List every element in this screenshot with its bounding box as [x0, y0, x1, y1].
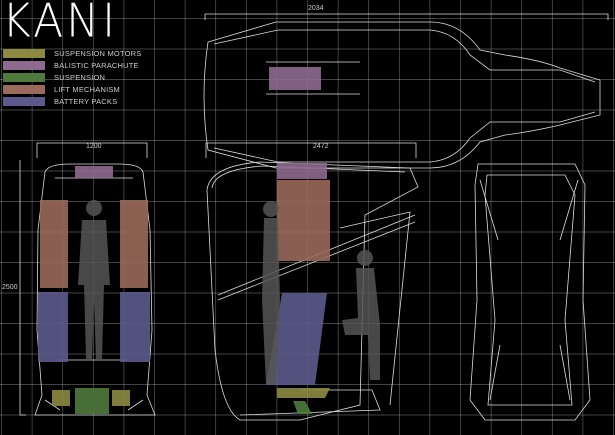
- legend-item-battery-packs: BATTERY PACKS: [3, 96, 141, 108]
- legend-swatch: [3, 72, 45, 82]
- side-lift: [277, 180, 330, 261]
- legend-swatch: [3, 85, 45, 95]
- side-battery: [266, 293, 327, 385]
- side-human-silhouette: [262, 201, 280, 384]
- legend-label: SUSPENSION: [54, 72, 106, 82]
- legend-swatch: [3, 97, 45, 107]
- front-lift-left: [40, 200, 68, 288]
- top-view: [203, 21, 601, 169]
- side-suspension: [293, 401, 312, 414]
- seated-human-silhouette: [342, 250, 380, 380]
- legend-swatch: [3, 60, 45, 70]
- legend-label: BATTERY PACKS: [54, 97, 118, 107]
- front-suspension: [75, 388, 109, 414]
- dimension-front-width: 1200: [86, 143, 102, 150]
- legend-label: SUSPENSION MOTORS: [54, 48, 142, 58]
- legend-item-balistic-parachute: BALISTIC PARACHUTE: [3, 59, 141, 71]
- page-title: KANI: [2, 0, 119, 49]
- front-motor-left: [52, 390, 70, 406]
- front-parachute: [75, 166, 113, 178]
- dimension-line-side: [205, 142, 417, 158]
- dimension-line-front: [36, 142, 148, 158]
- front-lift-right: [120, 200, 148, 288]
- dimension-side-length: 2472: [313, 143, 329, 150]
- front-motor-right: [112, 390, 130, 406]
- legend-item-suspension: SUSPENSION: [3, 71, 141, 83]
- dimension-line-height: [19, 160, 26, 416]
- front-battery-right: [120, 292, 150, 362]
- legend-item-suspension-motors: SUSPENSION MOTORS: [3, 47, 141, 59]
- dimension-height: 2500: [2, 284, 18, 291]
- legend-label: LIFT MECHANISM: [54, 85, 121, 95]
- side-parachute: [277, 163, 327, 179]
- rear-view: [469, 163, 591, 421]
- legend-label: BALISTIC PARACHUTE: [54, 60, 139, 70]
- legend: SUSPENSION MOTORS BALISTIC PARACHUTE SUS…: [3, 47, 141, 108]
- side-motor: [277, 388, 330, 398]
- legend-swatch: [3, 48, 45, 58]
- front-human-silhouette: [78, 200, 110, 360]
- front-battery-left: [38, 292, 68, 362]
- dimension-top-length: 2034: [308, 5, 324, 12]
- top-parachute: [269, 67, 321, 90]
- legend-item-lift-mechanism: LIFT MECHANISM: [3, 84, 141, 96]
- dimension-line-top: [204, 13, 609, 20]
